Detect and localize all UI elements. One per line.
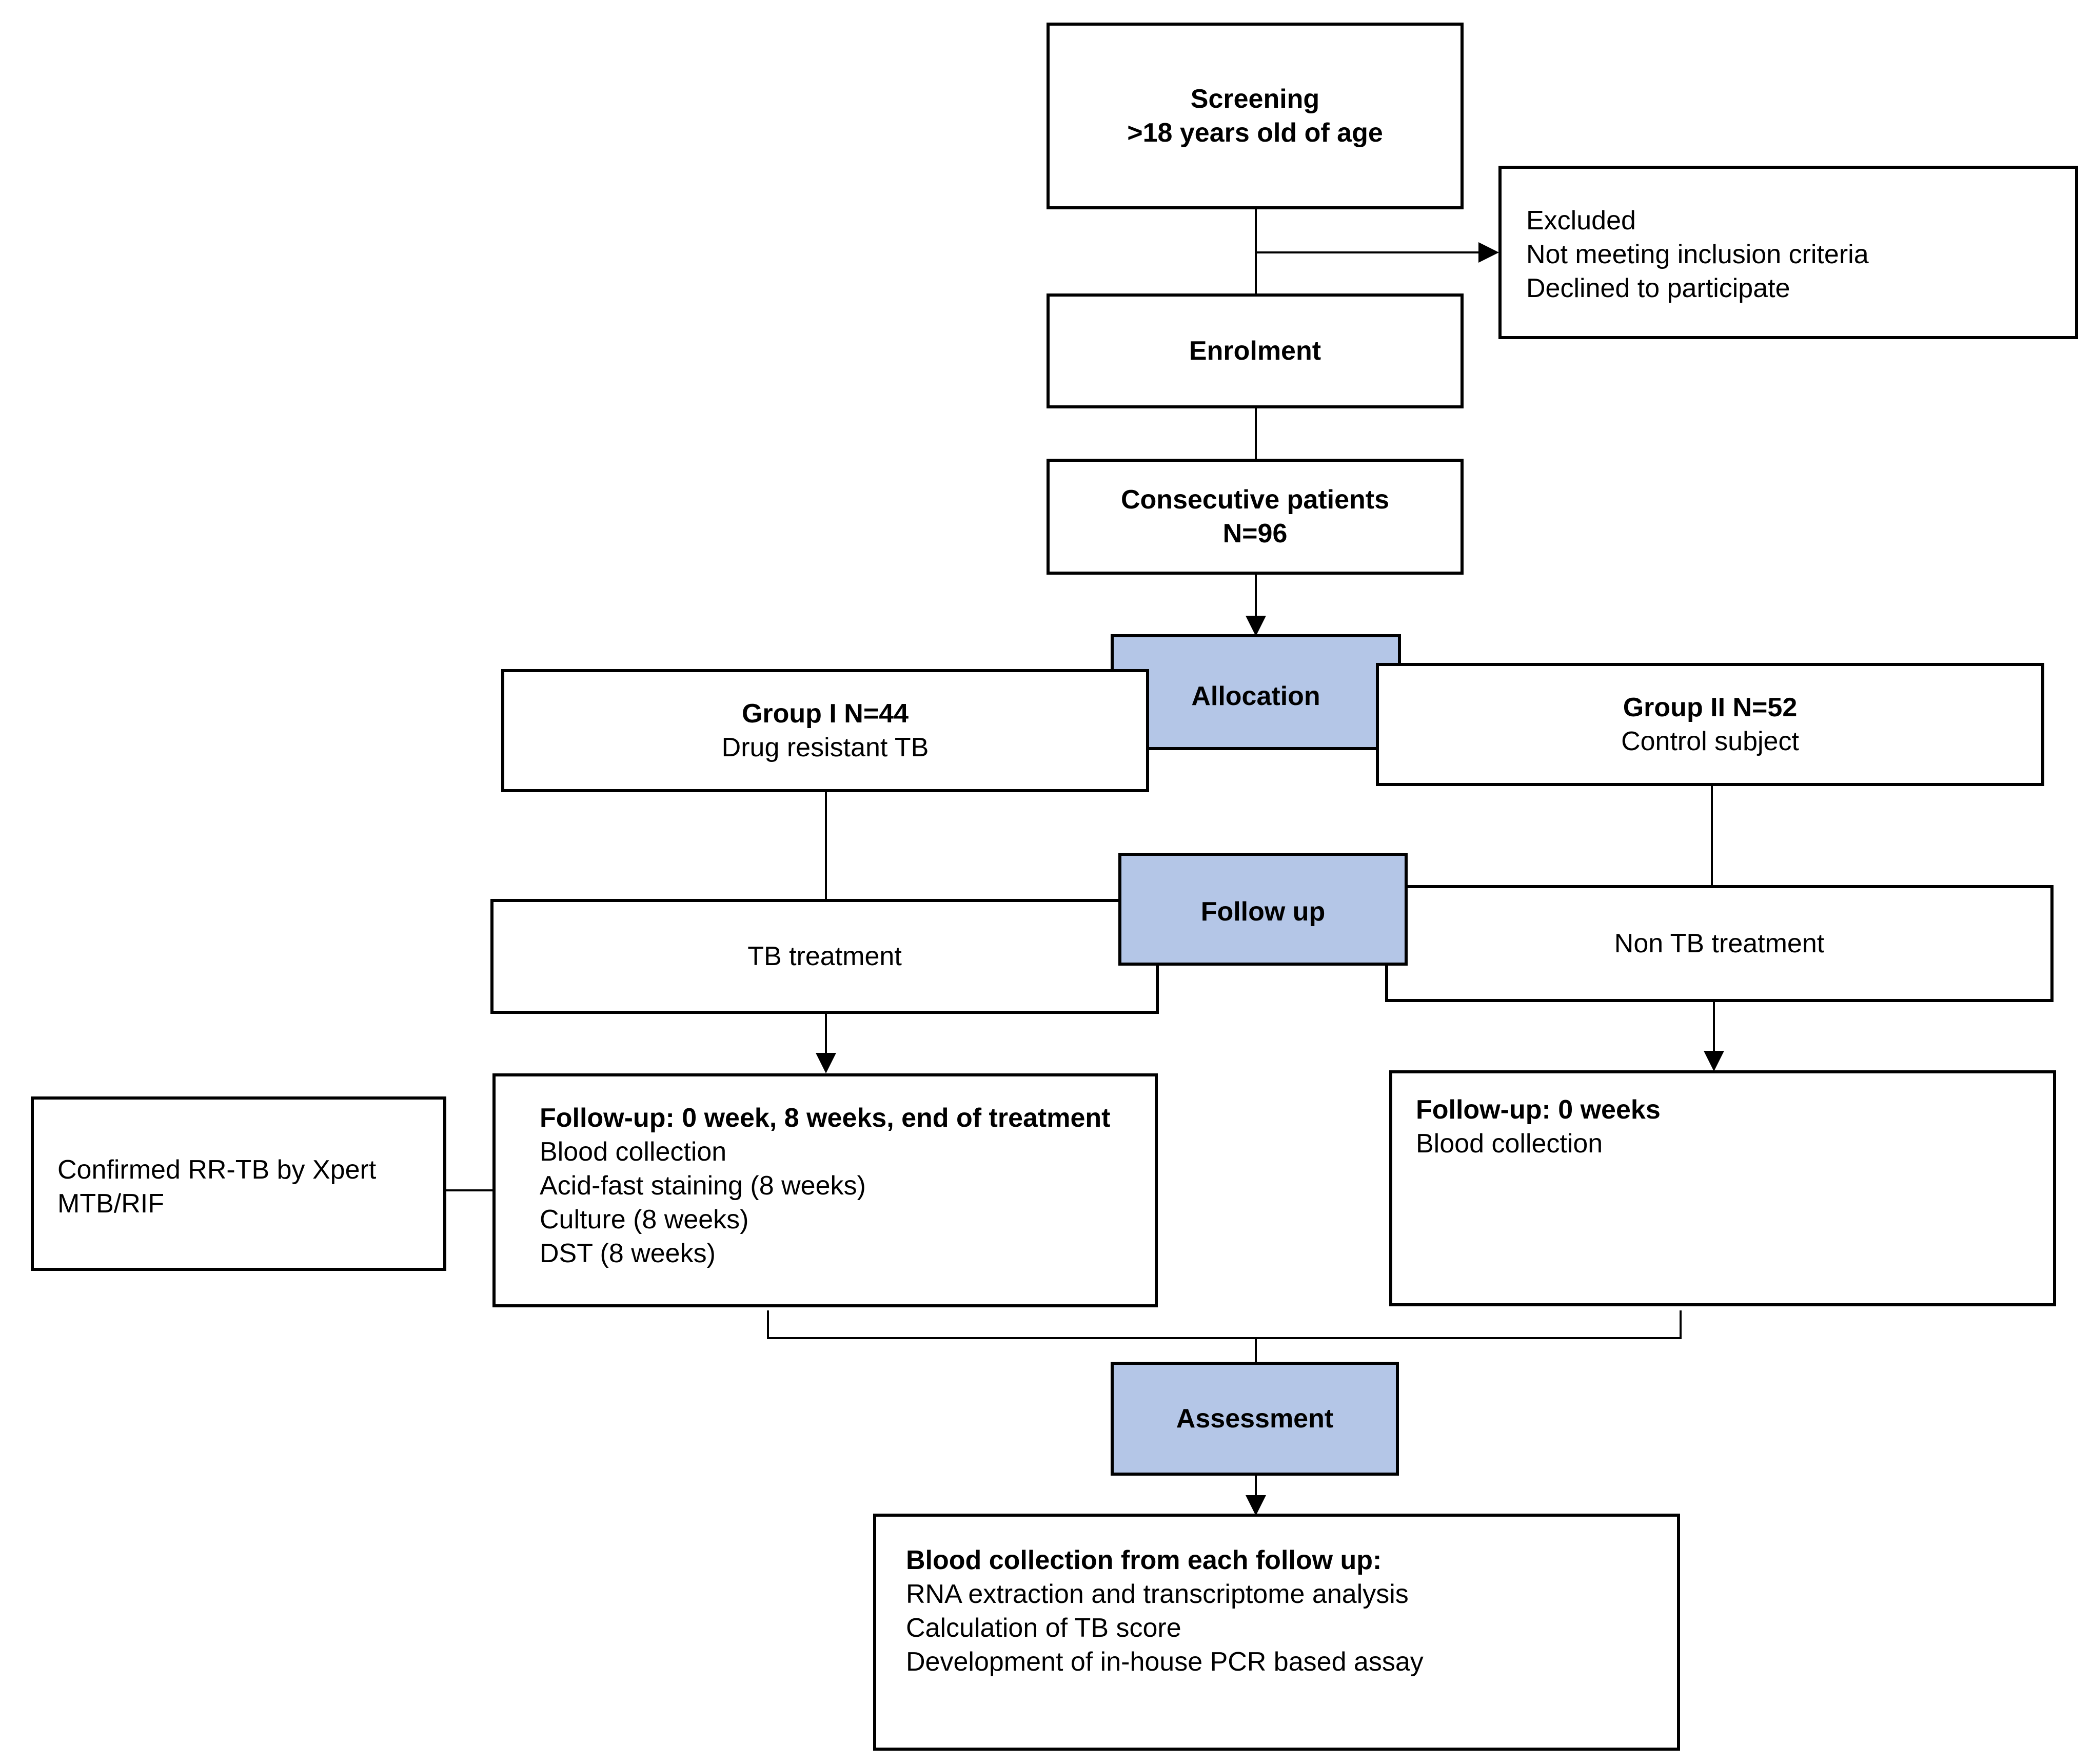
assessment-box: Assessment (1111, 1362, 1399, 1476)
followup1-title: Follow-up: 0 week, 8 weeks, end of treat… (540, 1103, 1111, 1133)
confirmed-line: MTB/RIF (57, 1189, 164, 1219)
confirmed-rr-tb-box: Confirmed RR-TB by Xpert MTB/RIF (31, 1096, 446, 1271)
followup1-item: Acid-fast staining (8 weeks) (540, 1171, 866, 1201)
followup1-item: Blood collection (540, 1137, 727, 1167)
followup1-item: Culture (8 weeks) (540, 1205, 749, 1234)
follow-up-box: Follow up (1118, 853, 1408, 966)
followup2-title: Follow-up: 0 weeks (1416, 1095, 1661, 1125)
excluded-line: Declined to participate (1526, 273, 1790, 303)
tb-treatment-box: TB treatment (490, 899, 1159, 1014)
tb-treatment-label: TB treatment (747, 942, 902, 971)
group2-subtitle: Control subject (1621, 727, 1799, 756)
follow-up-title: Follow up (1200, 897, 1326, 927)
excluded-line: Excluded (1526, 206, 1636, 236)
final-item: Development of in-house PCR based assay (906, 1647, 1424, 1677)
group1-title: Group I N=44 (741, 699, 909, 729)
excluded-box: Excluded Not meeting inclusion criteria … (1498, 166, 2078, 339)
final-title: Blood collection from each follow up: (906, 1545, 1382, 1575)
group2-title: Group II N=52 (1623, 693, 1798, 722)
enrolment-box: Enrolment (1047, 293, 1464, 408)
screening-subtitle: >18 years old of age (1127, 118, 1383, 148)
consecutive-count: N=96 (1222, 519, 1288, 548)
followup2-item: Blood collection (1416, 1129, 1603, 1159)
screening-title: Screening (1190, 84, 1320, 114)
consecutive-title: Consecutive patients (1120, 485, 1390, 515)
final-item: Calculation of TB score (906, 1613, 1181, 1643)
assessment-title: Assessment (1176, 1404, 1334, 1434)
enrolment-title: Enrolment (1189, 336, 1321, 366)
non-tb-treatment-label: Non TB treatment (1614, 929, 1825, 958)
final-assessment-box: Blood collection from each follow up: RN… (873, 1514, 1680, 1751)
non-tb-treatment-box: Non TB treatment (1385, 885, 2054, 1002)
screening-box: Screening >18 years old of age (1047, 23, 1464, 209)
followup-group2-box: Follow-up: 0 weeks Blood collection (1389, 1070, 2056, 1306)
allocation-box: Allocation (1111, 634, 1401, 750)
group1-subtitle: Drug resistant TB (721, 733, 929, 762)
consecutive-patients-box: Consecutive patients N=96 (1047, 459, 1464, 575)
allocation-title: Allocation (1191, 681, 1320, 711)
followup-group1-box: Follow-up: 0 week, 8 weeks, end of treat… (492, 1073, 1158, 1307)
final-item: RNA extraction and transcriptome analysi… (906, 1579, 1409, 1609)
connector-merge (767, 1310, 1682, 1339)
excluded-line: Not meeting inclusion criteria (1526, 240, 1869, 269)
confirmed-line: Confirmed RR-TB by Xpert (57, 1155, 377, 1185)
group2-box: Group II N=52 Control subject (1376, 663, 2044, 786)
group1-box: Group I N=44 Drug resistant TB (501, 669, 1149, 792)
followup1-item: DST (8 weeks) (540, 1239, 716, 1268)
